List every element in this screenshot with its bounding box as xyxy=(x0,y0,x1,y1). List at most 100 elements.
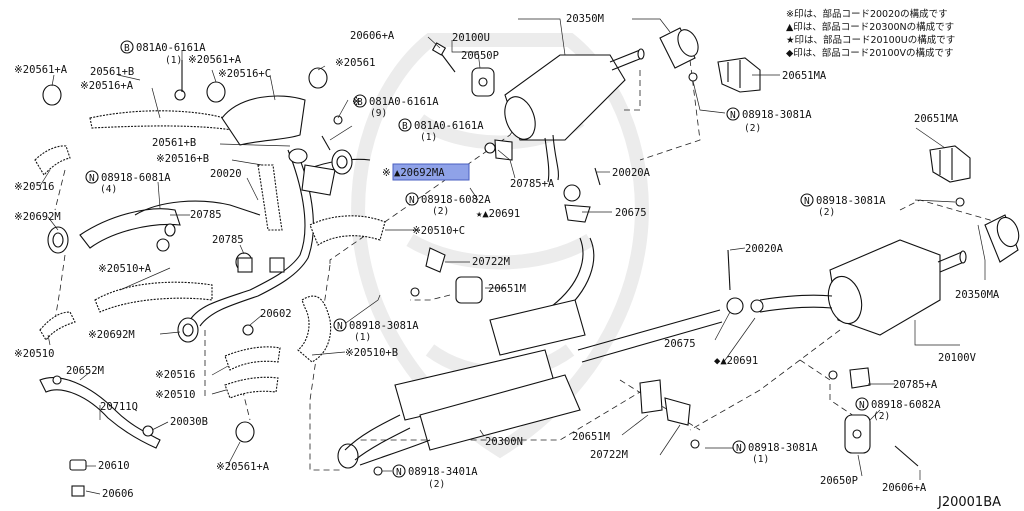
label-20510-left[interactable]: ※20510 xyxy=(14,348,54,360)
callout-081A0-6161A-1[interactable]: B 081A0-6161A (1) xyxy=(120,40,206,66)
label-20785A-mid[interactable]: 20785+A xyxy=(510,178,555,190)
label-08918-3081A-top: 08918-3081A xyxy=(742,109,812,121)
label-20692MA-highlight: ▲20692MA xyxy=(394,167,445,179)
label-20020-mid[interactable]: 20020 xyxy=(210,168,242,180)
label-20100V[interactable]: 20100V xyxy=(938,352,977,364)
label-20561-top[interactable]: ※20561 xyxy=(335,57,375,69)
label-20100U[interactable]: 20100U xyxy=(452,32,490,44)
label-08918-3081A-mid: 08918-3081A xyxy=(349,320,419,332)
label-20516-left[interactable]: ※20516 xyxy=(14,181,54,193)
qty-08918-6082A-right: (2) xyxy=(873,411,890,422)
label-20675-mid[interactable]: 20675 xyxy=(615,207,647,219)
callout-08918-3081A-mid[interactable]: N 08918-3081A (1) xyxy=(333,318,419,343)
label-20606-low[interactable]: 20606 xyxy=(102,488,134,500)
label-20561A-left[interactable]: ※20561+A xyxy=(14,64,68,76)
label-20350M[interactable]: 20350M xyxy=(566,13,604,25)
callout-08918-3081A-low[interactable]: N 08918-3081A (1) xyxy=(732,440,818,465)
legend: ※印は、部品コード20020の構成です ▲印は、部品コード20300Nの構成です… xyxy=(786,8,955,59)
callout-08918-6082A-right[interactable]: N 08918-6082A (2) xyxy=(855,397,941,422)
label-20561B[interactable]: 20561+B xyxy=(90,66,134,78)
callout-08918-3401A[interactable]: N 08918-3401A (2) xyxy=(392,464,478,490)
label-20650P-low[interactable]: 20650P xyxy=(820,475,858,487)
label-20020A-top[interactable]: 20020A xyxy=(612,167,651,179)
nut-prefix-icon: N xyxy=(396,467,402,478)
qty-081A0-6161A-9: (9) xyxy=(370,108,387,119)
callout-08918-3081A-top[interactable]: N 08918-3081A (2) xyxy=(726,107,812,134)
label-20651M-mid[interactable]: 20651M xyxy=(488,283,526,295)
label-20785-mid[interactable]: 20785 xyxy=(212,234,244,246)
callout-081A0-6161A-1b[interactable]: B 081A0-6161A (1) xyxy=(398,118,484,143)
label-08918-6082A-mid: 08918-6082A xyxy=(421,194,491,206)
label-20516B[interactable]: ※20516+B xyxy=(156,153,209,165)
tail-tip-20350MA xyxy=(984,214,1020,263)
label-20606A-low[interactable]: 20606+A xyxy=(882,482,927,494)
callout-08918-6082A-mid[interactable]: N 08918-6082A (2) xyxy=(405,192,491,217)
highlighted-part-20692MA[interactable]: ※ ▲20692MA xyxy=(382,163,470,181)
label-20652M[interactable]: 20652M xyxy=(66,365,104,377)
label-20722M-low[interactable]: 20722M xyxy=(590,449,628,461)
label-20030B[interactable]: 20030B xyxy=(170,416,208,428)
label-081A0-6161A-1b: 081A0-6161A xyxy=(414,120,484,132)
marker-20020-icon: ※ xyxy=(382,167,391,179)
label-20651MA-right[interactable]: 20651MA xyxy=(914,113,959,125)
qty-081A0-6161A-1: (1) xyxy=(165,55,182,66)
muffler-20100V xyxy=(759,239,967,336)
label-20510-mid[interactable]: ※20510 xyxy=(155,389,195,401)
qty-08918-3401A: (2) xyxy=(428,479,445,490)
nut-prefix-icon: N xyxy=(337,321,343,332)
callout-08918-6081A[interactable]: N 08918-6081A (4) xyxy=(85,170,171,195)
diagram-id: J20001BA xyxy=(937,495,1001,510)
bracket-20651MA-right xyxy=(929,145,971,183)
label-20516C[interactable]: ※20516+C xyxy=(218,68,271,80)
label-08918-3401A: 08918-3401A xyxy=(408,466,478,478)
label-20711Q[interactable]: 20711Q xyxy=(100,401,138,413)
right-hardware xyxy=(410,139,919,467)
legend-line-4: ◆印は、部品コード20100Vの構成です xyxy=(786,47,954,59)
label-20020A-right[interactable]: 20020A xyxy=(745,243,784,255)
legend-line-2: ▲印は、部品コード20300Nの構成です xyxy=(786,21,954,33)
center-pipe-20300N xyxy=(344,237,723,466)
label-20350MA[interactable]: 20350MA xyxy=(955,289,1000,301)
label-20675-right[interactable]: 20675 xyxy=(664,338,696,350)
qty-081A0-6161A-1b: (1) xyxy=(420,132,437,143)
label-08918-3081A-low: 08918-3081A xyxy=(748,442,818,454)
qty-08918-3081A-top: (2) xyxy=(744,123,761,134)
callout-08918-3081A-right[interactable]: N 08918-3081A (2) xyxy=(800,193,886,218)
label-20650P-top[interactable]: 20650P xyxy=(461,50,499,62)
label-20510A[interactable]: ※20510+A xyxy=(98,263,152,275)
bolt-20606A-top xyxy=(431,42,456,73)
bolt-prefix-icon: B xyxy=(124,43,130,54)
nut-prefix-icon: N xyxy=(859,400,865,411)
label-20516A-left[interactable]: ※20516+A xyxy=(80,80,134,92)
qty-08918-3081A-mid: (1) xyxy=(354,332,371,343)
label-20602[interactable]: 20602 xyxy=(260,308,292,320)
label-20606A-top[interactable]: 20606+A xyxy=(350,30,395,42)
callout-081A0-6161A-9[interactable]: B ※ 081A0-6161A (9) xyxy=(352,94,439,119)
qty-08918-6081A: (4) xyxy=(100,184,117,195)
label-20510C[interactable]: ※20510+C xyxy=(412,225,465,237)
label-20561A-mid[interactable]: ※20561+A xyxy=(188,54,242,66)
label-20691-right[interactable]: ◆▲20691 xyxy=(714,355,758,367)
label-20516-mid[interactable]: ※20516 xyxy=(155,369,195,381)
nut-top xyxy=(688,72,698,82)
muffler-20100U xyxy=(504,48,645,183)
label-20785A-right[interactable]: 20785+A xyxy=(893,379,938,391)
label-20692M-mid[interactable]: ※20692M xyxy=(88,329,135,341)
label-08918-6081A: 08918-6081A xyxy=(101,172,171,184)
tail-tip-20350M xyxy=(659,27,699,69)
label-20651M-low[interactable]: 20651M xyxy=(572,431,610,443)
label-20722M-mid[interactable]: 20722M xyxy=(472,256,510,268)
label-20300N[interactable]: 20300N xyxy=(485,436,523,448)
bracket-20651MA-top xyxy=(717,57,761,93)
label-20561A-low[interactable]: ※20561+A xyxy=(216,461,270,473)
label-20561B-mid[interactable]: 20561+B xyxy=(152,137,196,149)
label-20610[interactable]: 20610 xyxy=(98,460,130,472)
label-081A0-6161A-1: 081A0-6161A xyxy=(136,42,206,54)
label-20510B[interactable]: ※20510+B xyxy=(345,347,398,359)
label-20785-left[interactable]: 20785 xyxy=(190,209,222,221)
label-20651MA-top[interactable]: 20651MA xyxy=(782,70,827,82)
legend-line-3: ★印は、部品コード20100Uの構成です xyxy=(786,34,955,46)
label-20691-mid[interactable]: ★▲20691 xyxy=(476,208,520,220)
label-20692M-left[interactable]: ※20692M xyxy=(14,211,61,223)
